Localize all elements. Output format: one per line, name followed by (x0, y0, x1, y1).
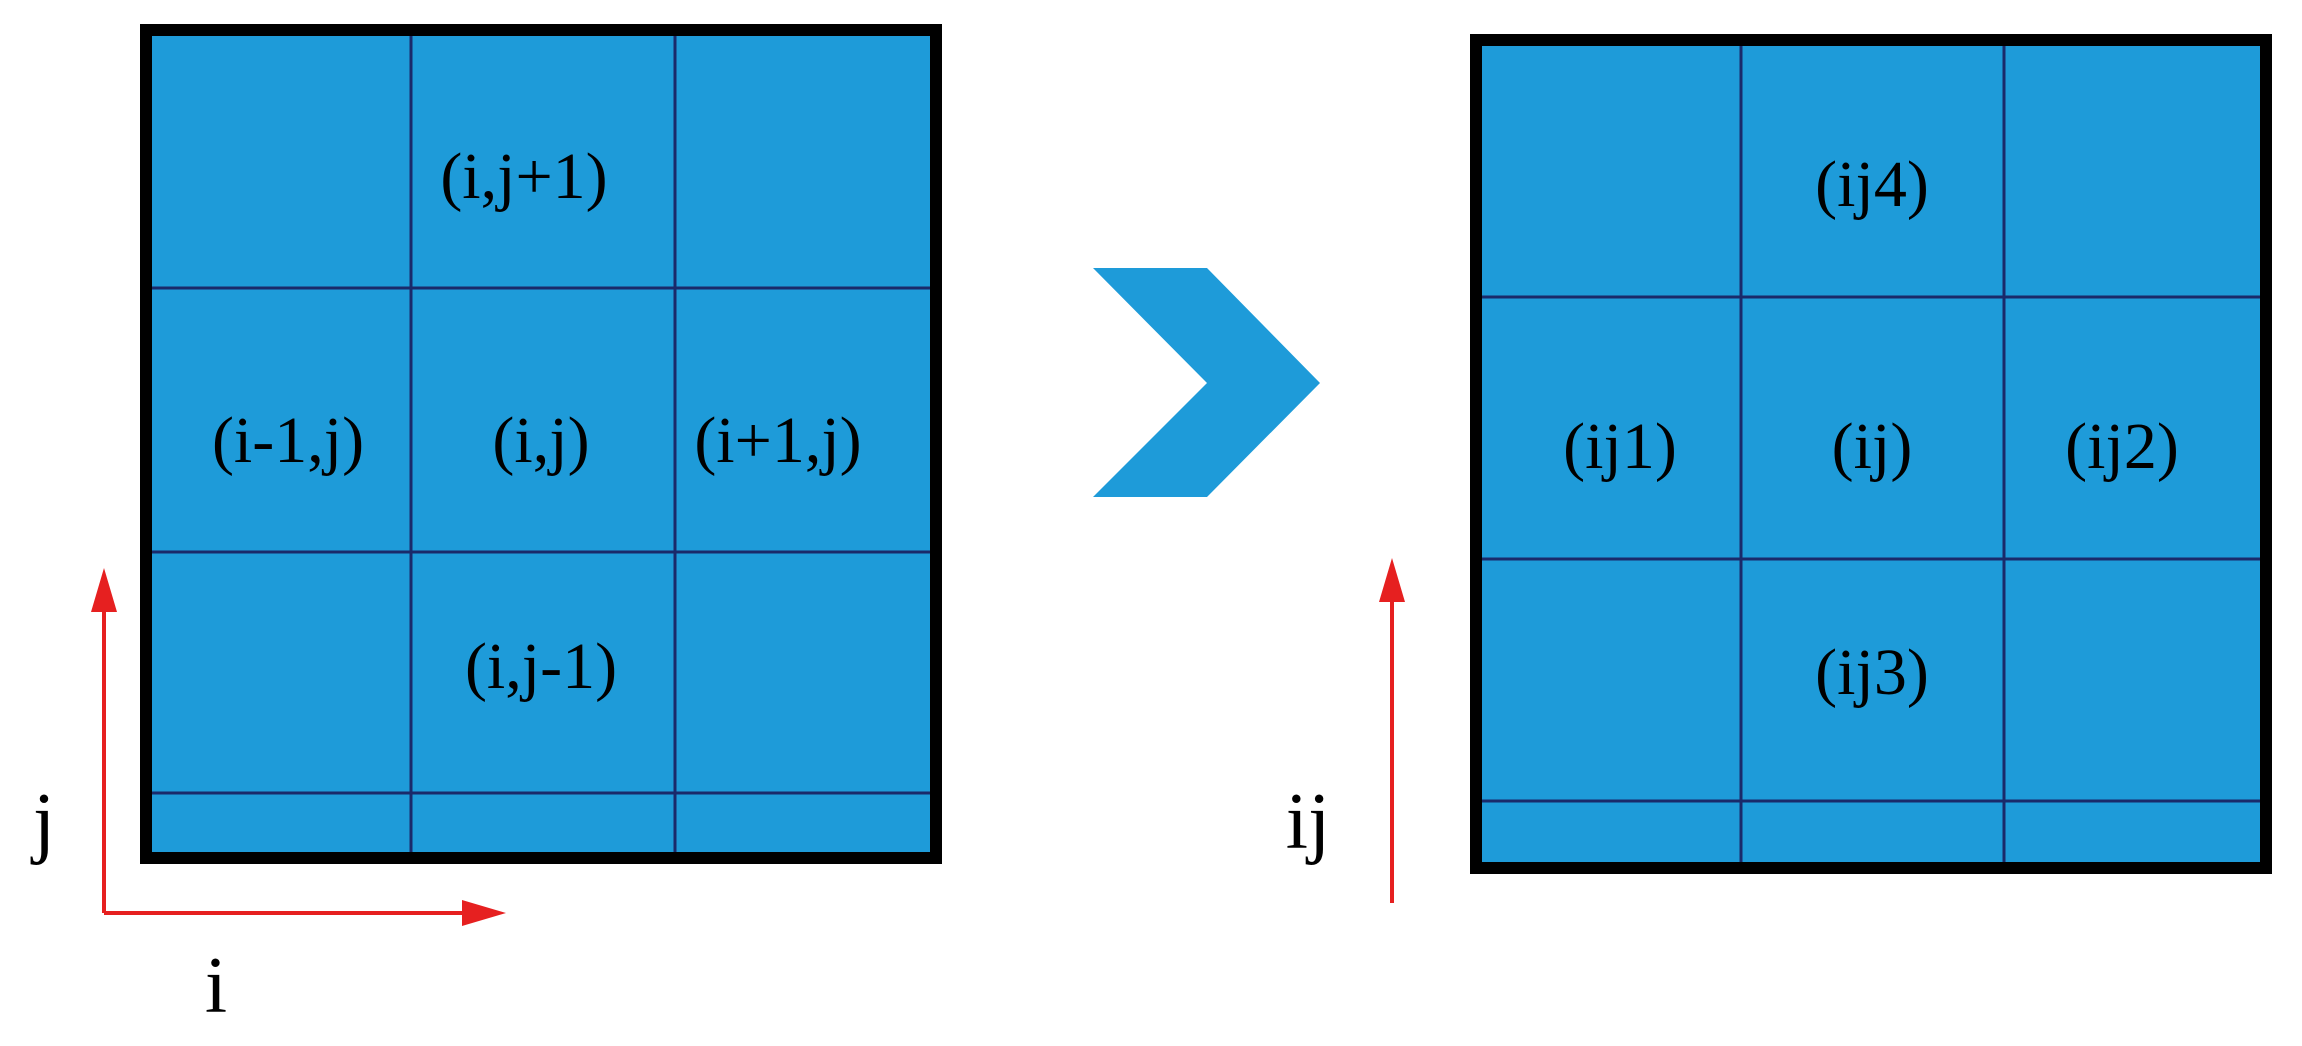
left-axis-y-arrowhead (91, 568, 117, 612)
right-cell-label-bottom: (ij3) (1815, 636, 1929, 709)
right-grid: (ij4) (ij1) (ij) (ij2) (ij3) (1470, 34, 2272, 874)
left-cell-label-bottom: (i,j-1) (465, 630, 617, 703)
left-axis-x-arrowhead (462, 900, 506, 926)
axis-label-i: i (205, 942, 227, 1030)
right-cell-label-top: (ij4) (1815, 148, 1929, 221)
right-axis: ij (1286, 558, 1405, 903)
chevron-right-icon (1093, 268, 1320, 497)
left-axes: i j (30, 568, 506, 1030)
right-cell-label-left: (ij1) (1563, 410, 1677, 483)
axis-label-ij: ij (1286, 778, 1330, 866)
right-cell-label-center: (ij) (1832, 410, 1913, 483)
right-cell-label-right: (ij2) (2065, 410, 2179, 483)
right-axis-arrowhead (1379, 558, 1405, 602)
left-cell-label-left: (i-1,j) (212, 404, 364, 477)
left-cell-label-right: (i+1,j) (694, 404, 861, 477)
left-grid: (i,j+1) (i-1,j) (i,j) (i+1,j) (i,j-1) (140, 24, 942, 864)
left-grid-background (140, 24, 942, 864)
axis-label-j: j (30, 778, 55, 866)
left-cell-label-top: (i,j+1) (440, 140, 607, 213)
left-cell-label-center: (i,j) (492, 404, 589, 477)
right-grid-background (1470, 34, 2272, 874)
